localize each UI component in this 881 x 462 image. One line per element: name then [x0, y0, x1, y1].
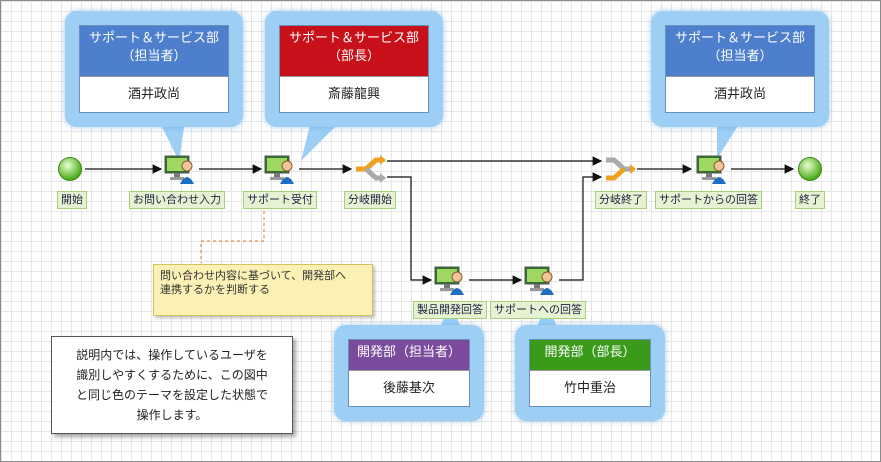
step-label-product-dev-answer: 製品開発回答 — [413, 301, 487, 319]
step-label-end: 終了 — [795, 191, 825, 209]
role-title: 開発部（担当者） — [349, 340, 469, 370]
role-callout-support-staff-1: サポート＆サービス部 （担当者） 酒井政尚 — [65, 11, 243, 127]
role-header: サポート＆サービス部 （担当者） — [80, 26, 228, 76]
user-task-icon[interactable] — [164, 154, 196, 184]
role-subtitle: （担当者） — [707, 49, 773, 64]
role-subtitle: （部長） — [327, 49, 380, 64]
end-node-icon[interactable] — [797, 156, 823, 182]
step-label-inquiry-input: お問い合わせ入力 — [129, 191, 225, 209]
branch-merge-icon[interactable] — [604, 155, 636, 183]
role-header: サポート＆サービス部 （担当者） — [666, 26, 814, 76]
role-person: 後藤基次 — [349, 370, 469, 407]
user-task-icon[interactable] — [264, 154, 296, 184]
description-box: 説明内では、操作しているユーザを 識別しやすくするために、この図中 と同じ色のテ… — [51, 336, 293, 434]
role-card: サポート＆サービス部 （部長） 斎藤龍興 — [279, 25, 429, 113]
branch-split-icon[interactable] — [354, 155, 386, 183]
step-label-answer-from-support: サポートからの回答 — [655, 191, 762, 209]
branch-note: 問い合わせ内容に基づいて、開発部へ 連携するかを判断する — [153, 264, 373, 316]
role-person: 酒井政尚 — [666, 76, 814, 113]
step-label-support-receive: サポート受付 — [243, 191, 317, 209]
user-task-icon[interactable] — [696, 154, 728, 184]
role-card: 開発部（部長） 竹中重治 — [529, 339, 651, 407]
step-label-branch-start: 分岐開始 — [344, 191, 396, 209]
role-subtitle: （担当者） — [121, 49, 187, 64]
user-task-icon[interactable] — [524, 265, 556, 295]
role-title: 開発部（部長） — [530, 340, 650, 370]
role-title: サポート＆サービス部 — [288, 31, 419, 46]
note-line: 問い合わせ内容に基づいて、開発部へ — [160, 269, 347, 282]
user-task-icon[interactable] — [434, 265, 466, 295]
role-callout-support-manager: サポート＆サービス部 （部長） 斎藤龍興 — [265, 11, 443, 127]
note-line: 連携するかを判断する — [160, 283, 270, 296]
role-card: 開発部（担当者） 後藤基次 — [348, 339, 470, 407]
role-title: サポート＆サービス部 — [674, 31, 805, 46]
role-callout-dev-staff: 開発部（担当者） 後藤基次 — [334, 325, 484, 421]
description-line: 説明内では、操作しているユーザを — [76, 348, 268, 362]
role-callout-support-staff-2: サポート＆サービス部 （担当者） 酒井政尚 — [651, 11, 829, 127]
description-line: 操作します。 — [136, 408, 208, 422]
step-label-branch-end: 分岐終了 — [595, 191, 647, 209]
role-card: サポート＆サービス部 （担当者） 酒井政尚 — [665, 25, 815, 113]
start-node-icon[interactable] — [57, 156, 83, 182]
role-callout-dev-manager: 開発部（部長） 竹中重治 — [515, 325, 665, 421]
role-card: サポート＆サービス部 （担当者） 酒井政尚 — [79, 25, 229, 113]
description-line: と同じ色のテーマを設定した状態で — [75, 388, 268, 402]
role-person: 斎藤龍興 — [280, 76, 428, 113]
description-line: 識別しやすくするために、この図中 — [76, 368, 268, 382]
role-person: 酒井政尚 — [80, 76, 228, 113]
role-header: サポート＆サービス部 （部長） — [280, 26, 428, 76]
role-person: 竹中重治 — [530, 370, 650, 407]
step-label-answer-to-support: サポートへの回答 — [490, 301, 586, 319]
step-label-start: 開始 — [57, 191, 87, 209]
role-title: サポート＆サービス部 — [88, 31, 219, 46]
